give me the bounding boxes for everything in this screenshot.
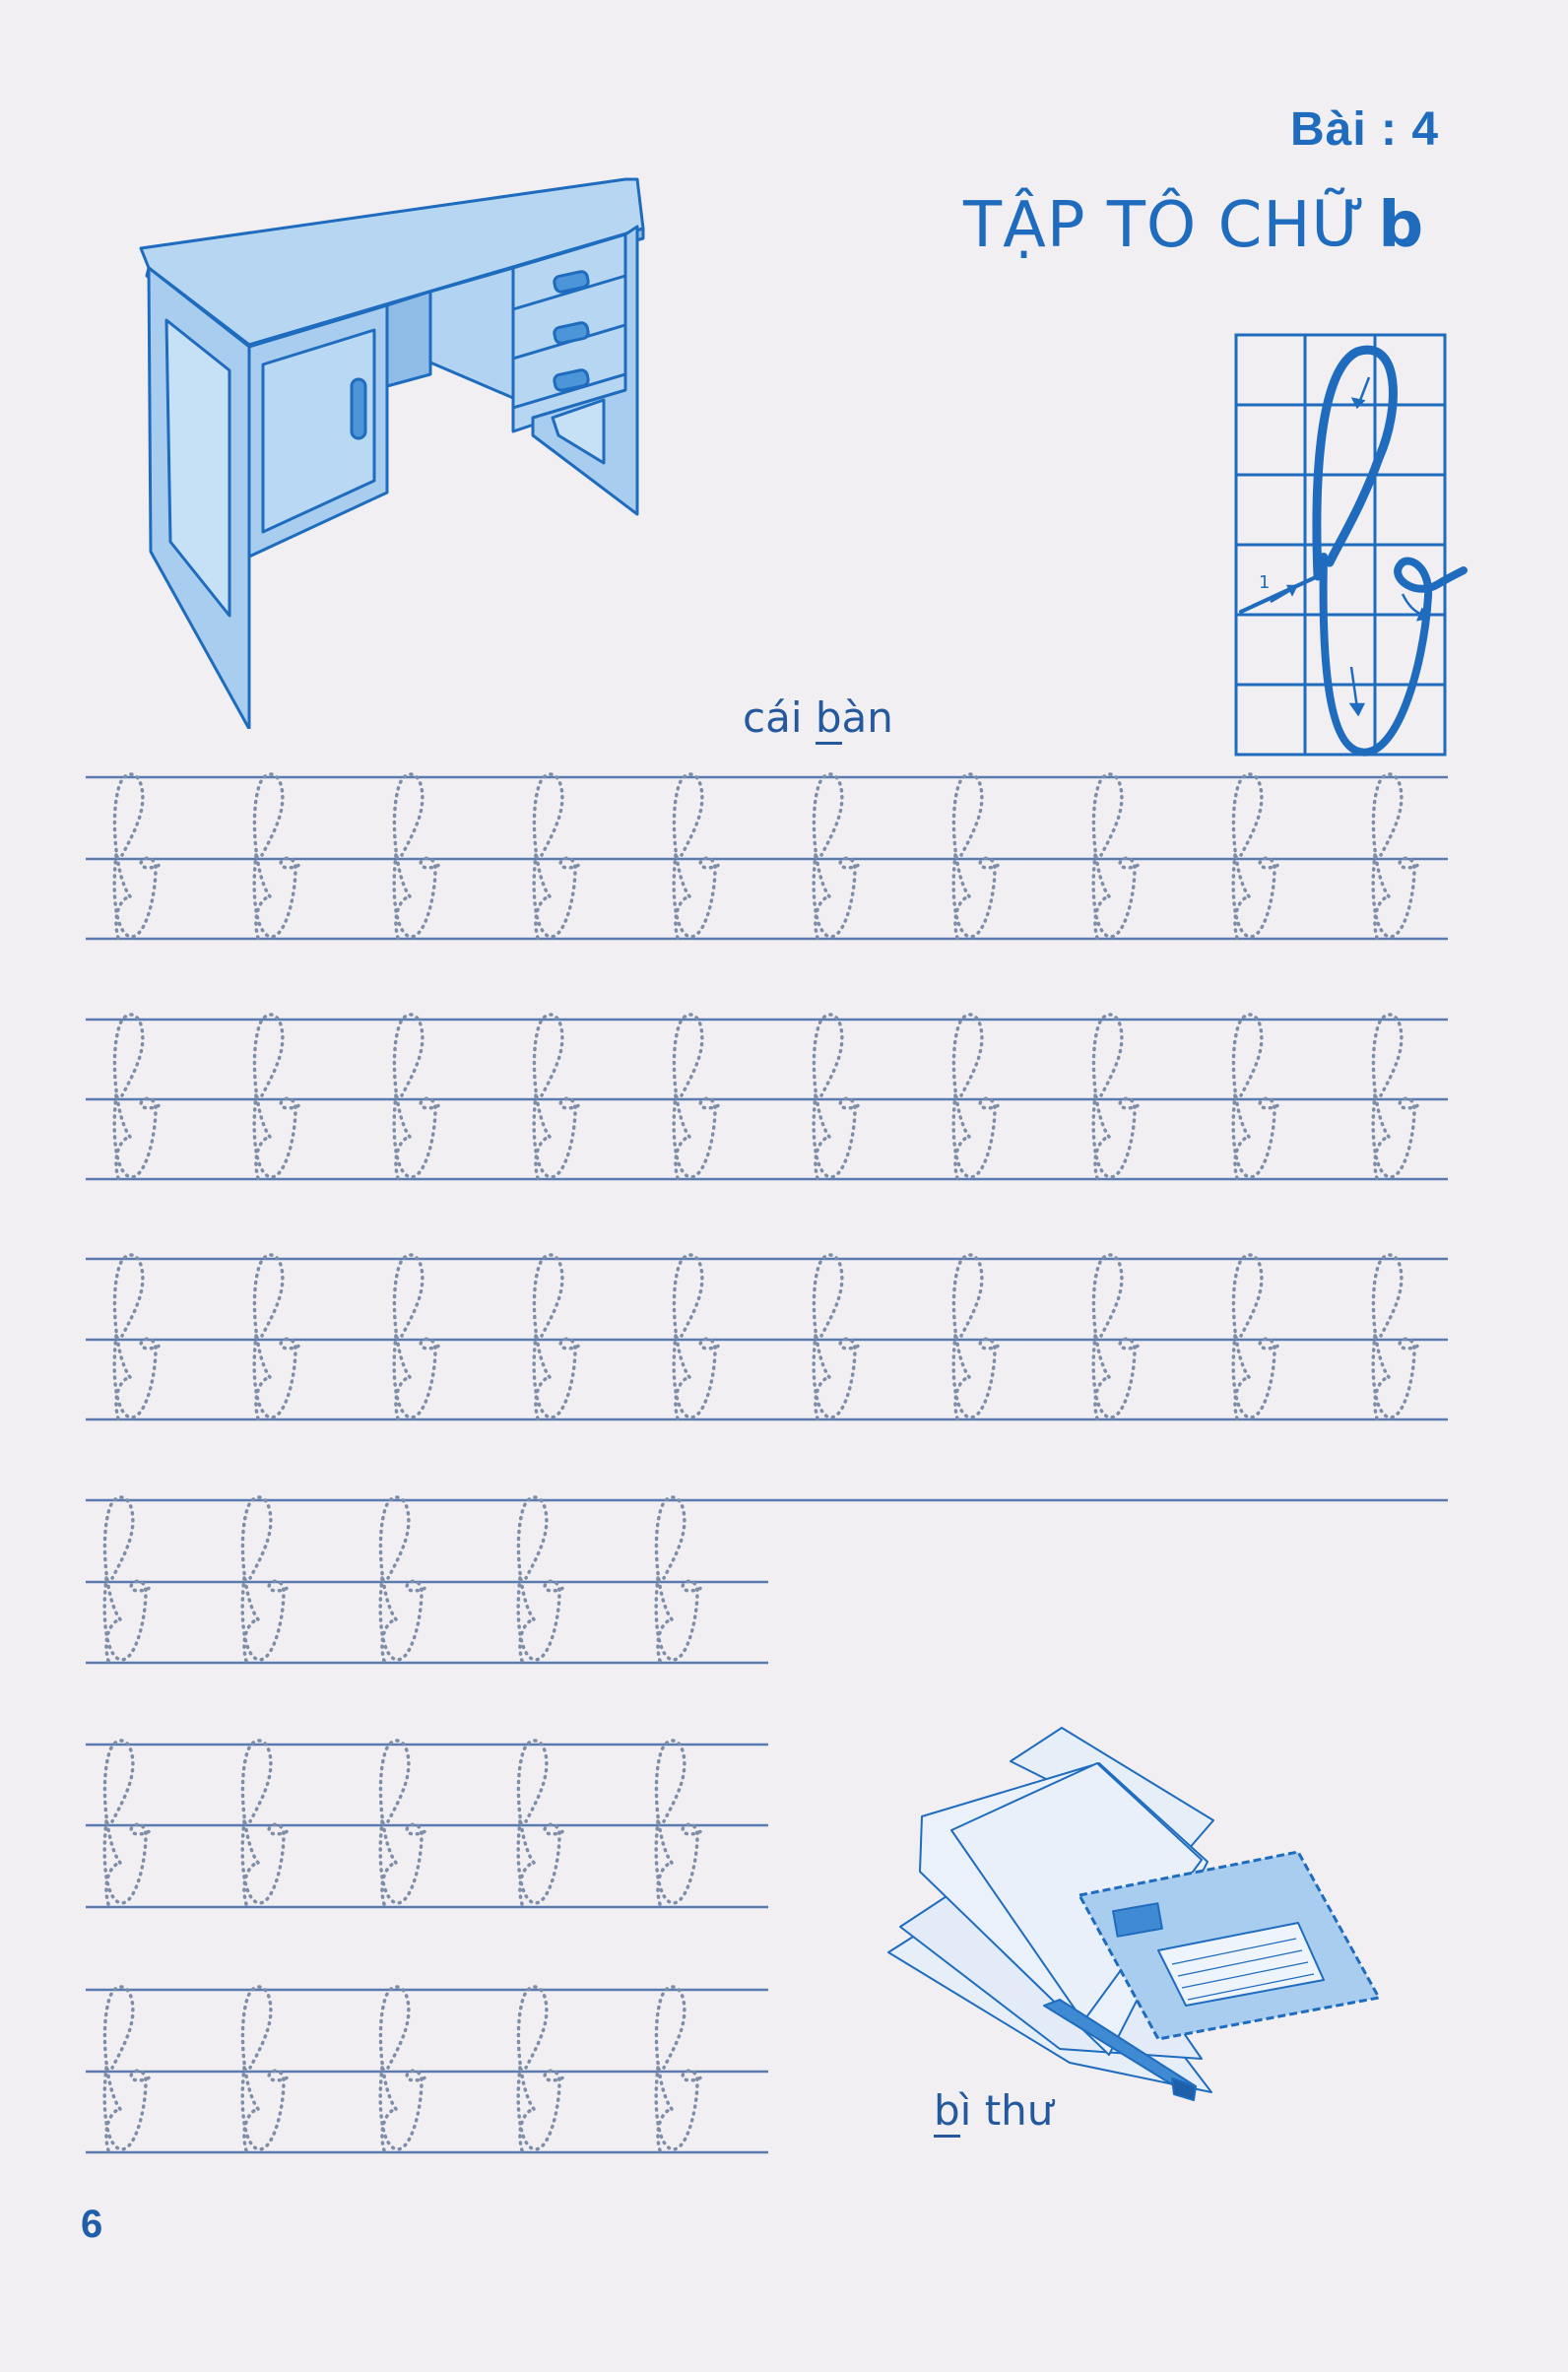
page-number: 6 xyxy=(81,2203,103,2246)
lesson-title-letter: b xyxy=(1378,189,1425,262)
envelope-caption: bì thư xyxy=(934,2086,1054,2138)
cursive-b-glyph-icon xyxy=(1239,345,1468,757)
desk-caption-pre: cái xyxy=(743,693,816,742)
envelope-illustration-icon xyxy=(887,1727,1381,2101)
lesson-title-prefix: TẬP TÔ CHỮ xyxy=(963,189,1367,262)
letter-b-stroke-guide: 1 xyxy=(1234,333,1468,757)
desk-caption-post: àn xyxy=(841,693,893,742)
desk-caption: cái bàn xyxy=(743,693,893,745)
lesson-number: Bài : 4 xyxy=(1290,103,1440,156)
guide-lines xyxy=(86,775,1448,2154)
envelope-caption-post: ì thư xyxy=(959,2086,1054,2135)
desk-illustration-icon xyxy=(139,177,645,729)
desk-caption-highlight: b xyxy=(815,693,842,745)
stroke-start-label: 1 xyxy=(1259,572,1270,593)
envelope-caption-highlight: b xyxy=(934,2086,960,2138)
